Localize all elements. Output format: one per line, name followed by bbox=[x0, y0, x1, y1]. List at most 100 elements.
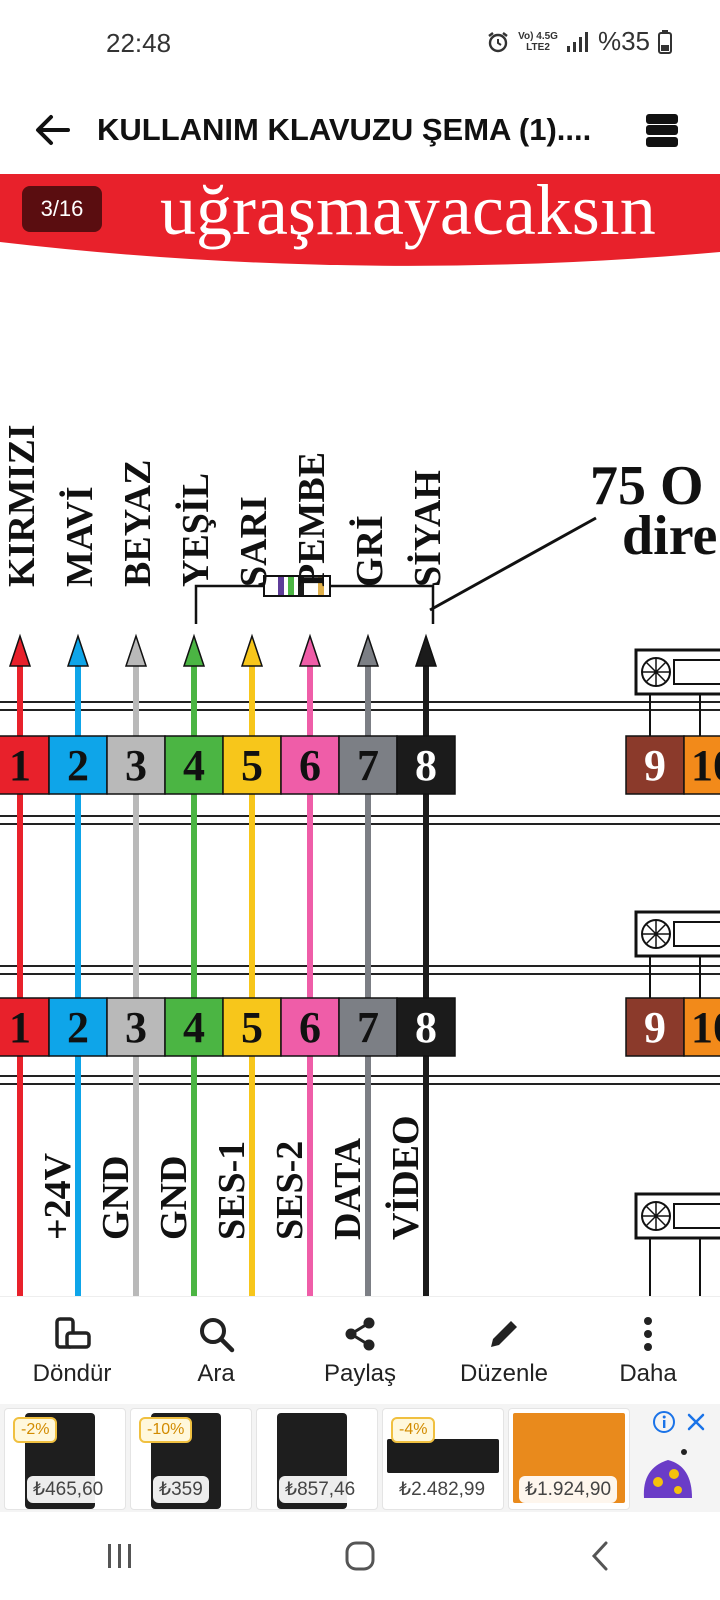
title-banner bbox=[0, 174, 720, 266]
terminal-number: 10 bbox=[691, 741, 720, 790]
wire-arrow bbox=[414, 633, 438, 667]
wire-color-label: YEŞİL bbox=[175, 473, 217, 587]
resistor-band bbox=[288, 577, 294, 595]
nvme-ssd-image bbox=[387, 1439, 499, 1473]
home-button[interactable] bbox=[300, 1521, 420, 1591]
price-tag: ₺2.482,99 bbox=[393, 1476, 492, 1503]
more-icon bbox=[628, 1314, 668, 1354]
stack-icon bbox=[646, 114, 678, 147]
rails bbox=[0, 701, 720, 1085]
resistor-lead bbox=[194, 584, 435, 624]
search-icon bbox=[196, 1314, 236, 1354]
app-bar: KULLANIM KLAVUZU ŞEMA (1).... bbox=[0, 88, 720, 174]
ad-product[interactable]: ₺1.924,90 bbox=[508, 1408, 630, 1510]
terminal-number: 9 bbox=[644, 1003, 666, 1052]
document-viewer[interactable]: uğraşmayacaksın 75 O dire bbox=[0, 174, 720, 1296]
terminal-number: 7 bbox=[357, 741, 379, 790]
alarm-icon bbox=[488, 31, 508, 52]
chevron-left-icon bbox=[591, 1541, 608, 1571]
discount-badge: -4% bbox=[391, 1417, 436, 1443]
discount-badge: -2% bbox=[13, 1417, 58, 1443]
rotate-button[interactable]: Döndür bbox=[7, 1303, 137, 1399]
terminal-cell bbox=[396, 735, 456, 795]
terminal-number: 9 bbox=[644, 741, 666, 790]
edit-icon bbox=[484, 1314, 524, 1354]
wiring-diagram: uğraşmayacaksın 75 O dire bbox=[0, 174, 720, 1296]
signal-label: GND bbox=[153, 1156, 195, 1240]
share-icon bbox=[340, 1314, 380, 1354]
more-button[interactable]: Daha bbox=[583, 1303, 713, 1399]
back-nav-button[interactable] bbox=[540, 1521, 660, 1591]
terminal-cell bbox=[222, 735, 282, 795]
signal-label: +24V bbox=[37, 1152, 79, 1240]
wire-arrow bbox=[356, 633, 380, 667]
wire-color-label: BEYAZ bbox=[117, 460, 159, 587]
wire-arrow bbox=[124, 633, 148, 667]
terminal-number: 8 bbox=[415, 741, 437, 790]
terminal-number: 4 bbox=[183, 1003, 205, 1052]
terminal-number: 8 bbox=[415, 1003, 437, 1052]
terminal-number: 1 bbox=[9, 741, 31, 790]
terminal-number: 5 bbox=[241, 1003, 263, 1052]
status-time: 22:48 bbox=[106, 28, 172, 58]
terminal-number: 2 bbox=[67, 741, 89, 790]
terminal-blocks: 1234567891012345678910 bbox=[0, 735, 720, 1057]
terminal-number: 3 bbox=[125, 741, 147, 790]
terminal-number: 3 bbox=[125, 1003, 147, 1052]
signal-label: VİDEO bbox=[385, 1115, 427, 1240]
terminal-cell bbox=[396, 997, 456, 1057]
ad-product[interactable]: -4% ₺2.482,99 bbox=[382, 1408, 504, 1510]
resistor-band bbox=[298, 577, 304, 595]
page-list-button[interactable] bbox=[634, 102, 690, 158]
wire-arrow bbox=[66, 633, 90, 667]
resistor-label-2: dire bbox=[622, 505, 717, 567]
terminal-cell bbox=[106, 997, 166, 1057]
terminal-number: 6 bbox=[299, 741, 321, 790]
share-button[interactable]: Paylaş bbox=[295, 1303, 425, 1399]
wire-color-label: MAVİ bbox=[59, 486, 101, 587]
ad-product[interactable]: -10% ₺359 bbox=[130, 1408, 252, 1510]
page-counter: 3/16 bbox=[22, 186, 102, 232]
share-label: Paylaş bbox=[323, 1359, 397, 1387]
more-label: Daha bbox=[619, 1359, 677, 1387]
price-tag: ₺465,60 bbox=[27, 1476, 110, 1503]
terminal-cell bbox=[280, 997, 340, 1057]
back-button[interactable] bbox=[22, 100, 82, 160]
edit-label: Düzenle bbox=[459, 1359, 549, 1387]
signal-label: DATA bbox=[327, 1137, 369, 1240]
search-button[interactable]: Ara bbox=[151, 1303, 281, 1399]
signal-label: GND bbox=[95, 1156, 137, 1240]
ad-info-icon[interactable] bbox=[652, 1410, 676, 1434]
price-tag: ₺857,46 bbox=[279, 1476, 362, 1503]
battery-icon bbox=[658, 29, 672, 54]
ad-product[interactable]: ₺857,46 bbox=[256, 1408, 378, 1510]
device-symbols bbox=[634, 648, 720, 1296]
terminal-cell bbox=[338, 735, 398, 795]
recents-button[interactable] bbox=[60, 1521, 180, 1591]
terminal-number: 2 bbox=[67, 1003, 89, 1052]
terminal-cell bbox=[164, 997, 224, 1057]
resistor-label-1: 75 O bbox=[590, 455, 704, 517]
rotate-label: Döndür bbox=[32, 1359, 112, 1387]
signal-label: SES-2 bbox=[269, 1141, 311, 1240]
edit-button[interactable]: Düzenle bbox=[439, 1303, 569, 1399]
terminal-cell bbox=[48, 997, 108, 1057]
ad-product[interactable]: -2% ₺465,60 bbox=[4, 1408, 126, 1510]
resistor-band bbox=[318, 577, 324, 595]
arrow-left-icon bbox=[36, 115, 70, 145]
discount-badge: -10% bbox=[139, 1417, 193, 1443]
wire-color-label: SİYAH bbox=[407, 470, 449, 587]
bottom-toolbar: Döndür Ara Paylaş Düzenle bbox=[0, 1296, 720, 1404]
recents-icon bbox=[108, 1544, 131, 1568]
signal-icon bbox=[566, 31, 588, 52]
search-label: Ara bbox=[197, 1359, 235, 1387]
home-icon bbox=[345, 1541, 375, 1571]
wire-arrow bbox=[8, 633, 32, 667]
price-tag: ₺1.924,90 bbox=[519, 1476, 618, 1503]
terminal-cell bbox=[338, 997, 398, 1057]
terminal-cell bbox=[625, 735, 685, 795]
rotate-icon bbox=[52, 1314, 92, 1354]
close-icon[interactable] bbox=[684, 1410, 708, 1434]
